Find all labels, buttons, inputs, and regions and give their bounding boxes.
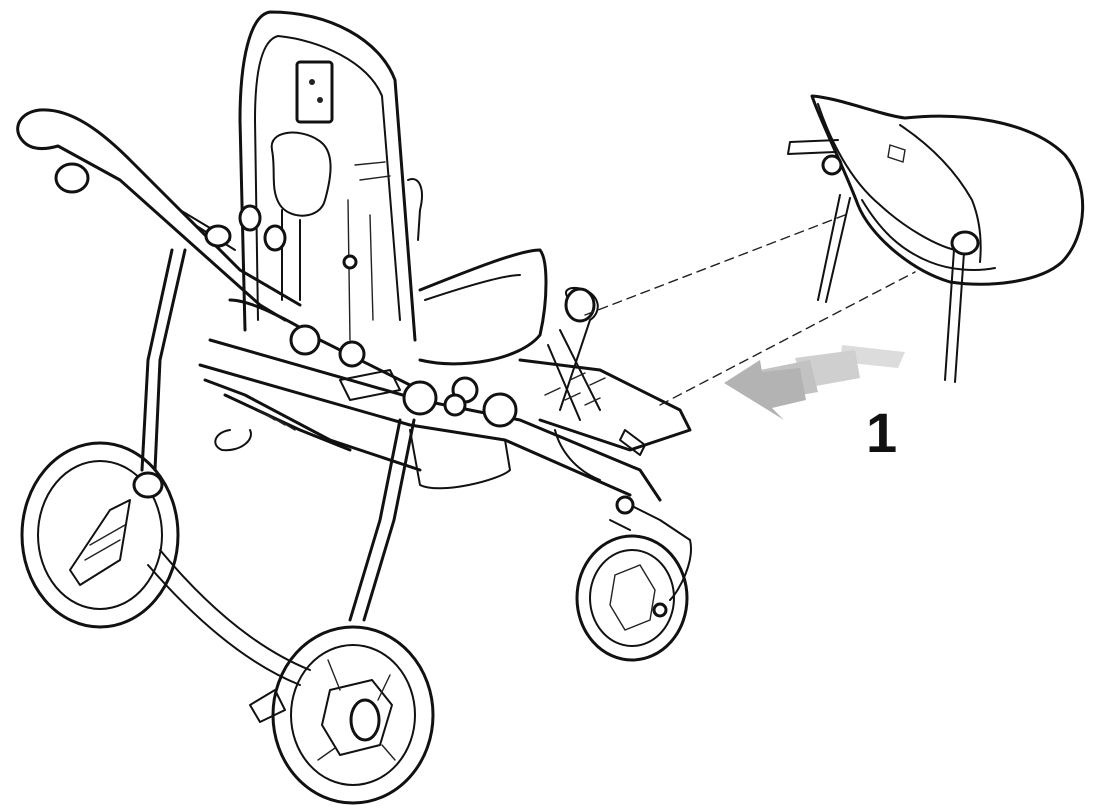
insertion-guide-lines (584, 214, 916, 406)
rear-left-wheel (20, 441, 180, 629)
front-caster-wheel (575, 534, 689, 662)
chassis (198, 298, 662, 502)
footrest (518, 287, 692, 456)
step-number: 1 (866, 401, 897, 464)
insertion-arrow (724, 345, 905, 420)
seat-shell (418, 248, 548, 366)
rear-right-wheel (271, 625, 435, 805)
wheelchair-frame-illustration (16, 10, 692, 805)
seat-cushion-illustration (787, 94, 1085, 383)
push-handle (16, 108, 302, 322)
backrest (238, 10, 423, 342)
